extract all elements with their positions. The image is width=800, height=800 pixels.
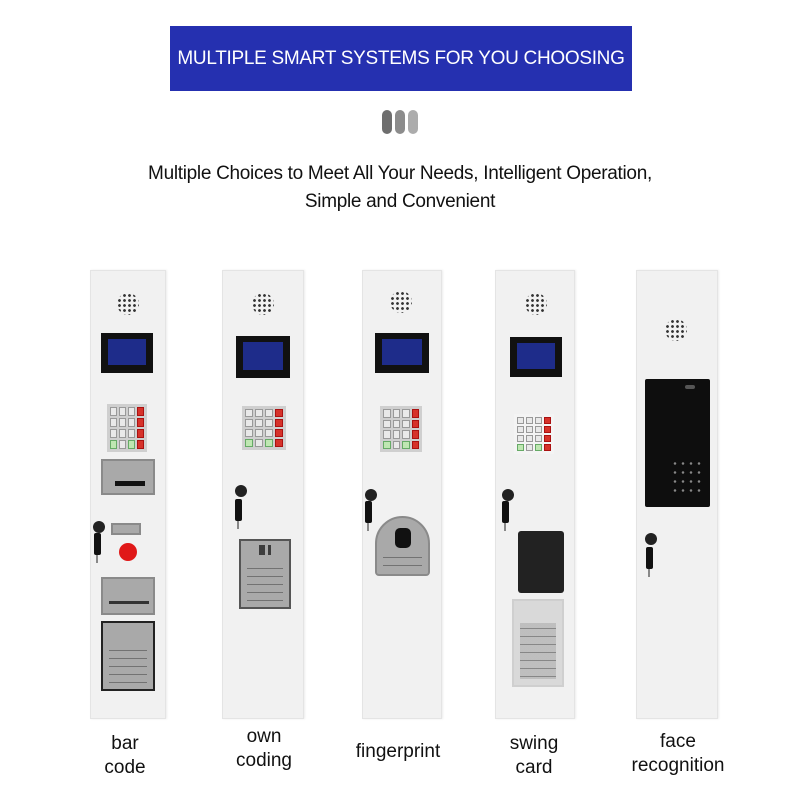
fingerprint-sensor: [395, 528, 411, 548]
title-banner: MULTIPLE SMART SYSTEMS FOR YOU CHOOSING: [170, 26, 632, 91]
speaker-icon: [390, 291, 412, 313]
speaker-icon: [252, 293, 274, 315]
keypad: [380, 406, 422, 452]
system-label-fingerprint: fingerprint: [355, 741, 441, 762]
keyhole-icon: [365, 489, 377, 501]
locker-bar-code: [90, 270, 166, 719]
lcd-display: [510, 337, 562, 377]
keyhole-icon: [502, 489, 514, 501]
card-reader: [518, 531, 564, 593]
keyhole-icon: [645, 533, 657, 545]
red-button: [119, 543, 137, 561]
key-icon: [646, 547, 653, 577]
keypad: [242, 406, 286, 450]
locker-swing-card: [495, 270, 575, 719]
button-plate: [111, 523, 141, 535]
fingerprint-plate: [375, 516, 430, 576]
keypad: [107, 404, 147, 452]
receipt-outlet-plate: [101, 577, 155, 615]
face-recognition-terminal: [645, 379, 710, 507]
speaker-icon: [665, 319, 687, 341]
instruction-plate: [239, 539, 291, 609]
system-label-face-recognition: face recognition: [631, 731, 725, 776]
speaker-icon: [117, 293, 139, 315]
subtitle: Multiple Choices to Meet All Your Needs,…: [0, 160, 800, 216]
system-label-own-coding: own coding: [236, 726, 292, 771]
subtitle-line-2: Simple and Convenient: [304, 191, 496, 212]
locker-own-coding: [222, 270, 304, 719]
warning-plate: [101, 621, 155, 691]
key-icon: [94, 533, 101, 563]
locker-fingerprint: [362, 270, 442, 719]
keypad: [514, 414, 554, 454]
divider-dot: [382, 110, 392, 134]
keyhole-icon: [235, 485, 247, 497]
key-icon: [502, 501, 509, 531]
lcd-display: [375, 333, 429, 373]
key-icon: [235, 499, 242, 529]
divider-dots: [382, 110, 418, 134]
locker-face-recognition: [636, 270, 718, 719]
divider-dot: [395, 110, 405, 134]
divider-dot: [408, 110, 418, 134]
barcode-scanner-plate: [101, 459, 155, 495]
system-label-swing-card: swing card: [509, 733, 559, 778]
instruction-plate: [512, 599, 564, 687]
camera-icon: [685, 385, 695, 389]
lcd-display: [236, 336, 290, 378]
scanner-slot: [115, 481, 145, 486]
key-icon: [365, 501, 372, 531]
speaker-icon: [525, 293, 547, 315]
system-label-bar-code: bar code: [104, 733, 146, 778]
receipt-slot: [109, 601, 149, 604]
keyhole-icon: [93, 521, 105, 533]
lcd-display: [101, 333, 153, 373]
banner-title: MULTIPLE SMART SYSTEMS FOR YOU CHOOSING: [177, 47, 625, 69]
touch-keypad: [671, 459, 701, 495]
subtitle-line-1: Multiple Choices to Meet All Your Needs,…: [148, 163, 652, 184]
